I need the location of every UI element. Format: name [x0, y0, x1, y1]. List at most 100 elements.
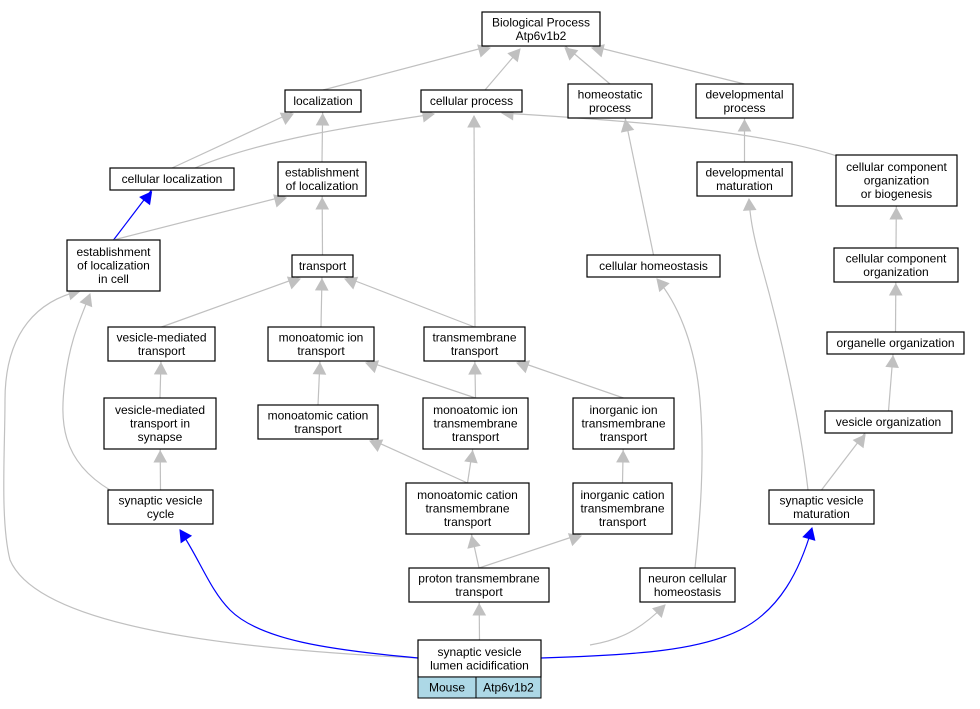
arrowhead [567, 533, 582, 547]
edge-transmembrane_transport-to-cellular_process [467, 114, 481, 328]
node-label-line: transport [452, 430, 500, 444]
edge-establishment_in_cell-to-establishment_of_localization [113, 194, 288, 241]
node-label-line: Biological Process [492, 15, 590, 29]
arrowhead [889, 206, 904, 220]
arrowhead [616, 449, 630, 463]
edge-sv_lumen_acidification-to-proton_tm_transport [472, 601, 487, 641]
node-label-line: transport [600, 430, 648, 444]
node-box [695, 83, 794, 119]
arrowhead [852, 434, 866, 449]
edge-transmembrane_transport-to-transport [344, 276, 475, 328]
edge-line [171, 111, 294, 169]
edge-synaptic_vesicle_maturation-to-developmental_maturation [742, 197, 809, 491]
node-label-line: or biogenesis [861, 187, 932, 201]
node-box [696, 161, 793, 197]
edge-establishment_of_localization-to-localization [315, 111, 330, 163]
edge-inorganic_cation_tm_transport-to-inorganic_ion_tm_transport [616, 448, 630, 484]
edge-monoatomic_ion_transport-to-transport [314, 276, 329, 328]
edge-cellular_homeostasis-to-homeostatic_process [620, 117, 655, 256]
node-organelle-organization[interactable]: organelle organization [826, 331, 965, 355]
arrowhead [279, 112, 294, 126]
node-label-line: of localization [77, 259, 150, 273]
arrowhead [467, 534, 481, 549]
edge-line [365, 360, 476, 399]
edge-line [179, 529, 419, 659]
arrowhead [885, 354, 899, 369]
node-localization[interactable]: localization [284, 89, 362, 113]
node-box [267, 326, 375, 362]
edge-homeostatic_process-to-bp [564, 45, 611, 85]
node-vesicle-organization[interactable]: vesicle organization [824, 410, 953, 434]
arrowhead [564, 47, 579, 61]
edge-line [322, 45, 491, 91]
edge-establishment_in_cell-to-cellular_localization [113, 189, 153, 241]
node-label-line: synaptic vesicle [437, 645, 521, 659]
edge-line [369, 438, 468, 484]
node-box [408, 567, 550, 603]
node-label-line: transport [599, 515, 647, 529]
edge-sv_lumen_acidification-to-synaptic_vesicle_maturation [540, 526, 816, 659]
node-box [422, 397, 529, 450]
arrowhead [888, 282, 903, 296]
node-transport[interactable]: transport [291, 254, 354, 278]
node-box [291, 254, 354, 278]
arrowhead [153, 361, 168, 375]
node-label-line: synapse [138, 430, 183, 444]
node-label-line: transport [297, 344, 345, 358]
node-cellular-homeostasis[interactable]: cellular homeostasis [586, 254, 721, 278]
edge-synaptic_vesicle_cycle-to-vmt_in_synapse [153, 448, 168, 491]
edge-line [344, 276, 475, 328]
arrowhead [472, 602, 487, 616]
organism-tag-label: Mouse [429, 681, 465, 695]
node-box [107, 489, 214, 525]
node-label-line: transport [299, 259, 347, 273]
arrowhead [365, 360, 380, 374]
node-box [417, 639, 542, 678]
node-cellular-localization[interactable]: cellular localization [109, 167, 235, 191]
node-box [833, 247, 959, 283]
edge-line [516, 360, 624, 399]
node-box [567, 83, 653, 119]
arrowhead [153, 449, 168, 463]
edge-transport-to-establishment_of_localization [315, 195, 330, 256]
node-box [572, 397, 675, 450]
edge-cellular_localization-to-cellular_process [194, 108, 436, 169]
node-box [109, 167, 235, 191]
arrowhead [652, 604, 666, 618]
arrowhead [314, 277, 329, 291]
node-label-line: process [723, 101, 765, 115]
node-label-line: inorganic cation [580, 488, 664, 502]
node-box [826, 331, 965, 355]
node-box [639, 567, 736, 603]
arrowhead [656, 278, 670, 293]
node-cellular-process[interactable]: cellular process [420, 89, 523, 113]
edge-line [3, 290, 419, 659]
node-label-line: transmembrane [425, 502, 509, 516]
arrowhead [464, 449, 478, 464]
node-label-line: homeostatic [578, 87, 643, 101]
